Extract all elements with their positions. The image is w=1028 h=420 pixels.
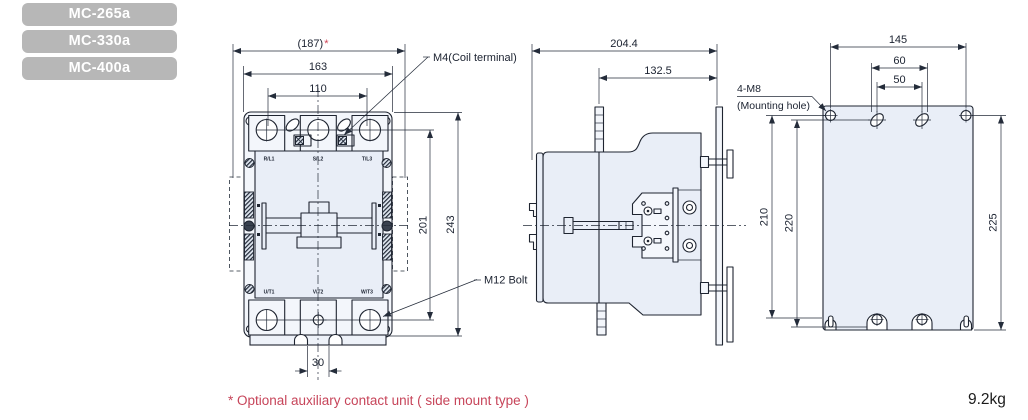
- terminal-label-u-t1: U/T1: [264, 290, 275, 296]
- side-view: 204.4 132.5: [523, 38, 746, 346]
- dim-slot-inner: 50: [893, 74, 905, 86]
- terminal-label-t-l3: T/L3: [362, 157, 372, 163]
- dim-overall-width-value: (187): [298, 38, 324, 50]
- side-dimensions: 204.4 132.5: [531, 38, 718, 160]
- dim-inner-height: 201: [418, 216, 430, 234]
- dim-slot-outer: 60: [893, 55, 905, 67]
- dim-overall-height: 243: [445, 215, 457, 233]
- side-bottom-mount-tab: [596, 302, 607, 336]
- front-crossbar-mechanism: [261, 201, 377, 250]
- side-top-mount-tab: [594, 106, 605, 153]
- front-side-aux-strips: [243, 158, 393, 294]
- model-badge-mc400a: MC-400a: [22, 57, 177, 80]
- corner-screws: [244, 158, 392, 294]
- dim-vertical-220: 220: [784, 214, 796, 232]
- front-callouts: M4(Coil terminal) M12 Bolt: [343, 52, 527, 317]
- terminal-label-w-t3: W/T3: [361, 290, 373, 296]
- optional-aux-note: * Optional auxiliary contact unit ( side…: [228, 393, 529, 408]
- side-internal-mechanism: [563, 187, 701, 263]
- front-centerlines: [229, 88, 408, 380]
- bracket-bolt-top: [699, 155, 727, 169]
- dim-terminal-span: 110: [309, 83, 327, 95]
- model-badge-mc265a: MC-265a: [22, 3, 177, 26]
- mounting-hole-callout-line2: (Mounting hole): [737, 100, 810, 112]
- dim-overall-width-asterisk: *: [324, 38, 329, 50]
- dim-overall-width: (187)*: [298, 38, 330, 50]
- dim-body-width: 163: [309, 61, 327, 73]
- model-badge-mc330a: MC-330a: [22, 30, 177, 53]
- dim-foot-width: 30: [312, 357, 324, 369]
- back-bottom-slots: [824, 313, 973, 331]
- back-dimensions: 145 60 50 210 220 22: [759, 34, 1006, 331]
- mounting-hole-callout-line1: 4-M8: [737, 83, 761, 95]
- terminal-label-r-l1: R/L1: [264, 157, 275, 163]
- side-body: [528, 106, 702, 336]
- dim-overall-depth: 204.4: [610, 38, 638, 50]
- mounting-hole-callout: 4-M8 (Mounting hole): [737, 83, 827, 112]
- coil-terminal-screws: [293, 134, 355, 147]
- front-main-body: R/L1 S/L2 T/L3 U/T1 V/T2 W/T3: [243, 150, 393, 299]
- back-view: 145 60 50 210 220 22: [737, 34, 1006, 331]
- dim-vertical-210: 210: [759, 208, 771, 226]
- m12-bolt-callout: M12 Bolt: [484, 275, 527, 287]
- dim-mount-depth: 132.5: [644, 65, 672, 77]
- dim-vertical-225: 225: [988, 213, 1000, 231]
- back-mounting-plate: [822, 105, 974, 331]
- side-mounting-bracket: [699, 106, 734, 346]
- weight-value: 9.2kg: [968, 391, 1006, 408]
- back-top-holes: [823, 108, 973, 129]
- dim-plate-width: 145: [889, 34, 907, 46]
- front-dimensions: (187)* 163 110 201 243: [232, 38, 462, 377]
- front-view: R/L1 S/L2 T/L3 U/T1 V/T2 W/T3: [229, 38, 527, 380]
- front-top-terminal-block: [248, 114, 389, 152]
- coil-terminal-callout: M4(Coil terminal): [433, 52, 517, 64]
- bracket-bolt-bottom: [699, 281, 727, 295]
